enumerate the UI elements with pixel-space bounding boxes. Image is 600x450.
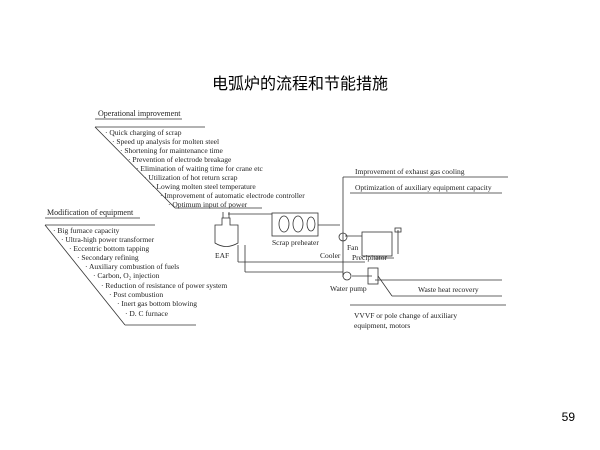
equipment-item: · Eccentric bottom tapping — [69, 244, 149, 253]
fan-symbol — [338, 232, 348, 242]
fan-label: Fan — [347, 243, 359, 252]
equipment-item: · Ultra-high power transformer — [61, 235, 155, 244]
equipment-list: · Big furnace capacity · Ultra-high powe… — [53, 226, 227, 318]
operational-item: · Elimination of waiting time for crane … — [136, 164, 264, 173]
waste-heat-label: Waste heat recovery — [418, 285, 479, 294]
operational-item: · Prevention of electrode breakage — [128, 155, 232, 164]
equipment-item: · D. C furnace — [125, 309, 169, 318]
cooler-label: Cooler — [320, 251, 341, 260]
equipment-diagonal — [44, 224, 126, 326]
operational-item: · Quick charging of scrap — [105, 128, 182, 137]
eaf-label: EAF — [215, 251, 229, 260]
operational-list: · Quick charging of scrap · Speed up ana… — [105, 128, 305, 209]
operational-item: · Utilization of hot return scrap — [144, 173, 238, 182]
precipitator-box — [361, 231, 393, 257]
water-pump-symbol — [342, 271, 352, 281]
preheater-vessel-1 — [278, 215, 290, 233]
operational-item: · Speed up analysis for molten steel — [112, 137, 219, 146]
preheater-vessel-2 — [292, 215, 304, 233]
exhaust-label: Improvement of exhaust gas cooling — [355, 167, 465, 176]
equipment-item: · Auxiliary combustion of fuels — [85, 262, 179, 271]
equipment-heading: Modification of equipment — [47, 208, 134, 217]
precipitator-stack-top — [394, 227, 402, 233]
water-heat-box — [367, 267, 379, 285]
operational-item: · Improvement of automatic electrode con… — [160, 191, 305, 200]
scrap-preheater-box — [271, 212, 319, 237]
vvvf-label-line1: VVVF or pole change of auxiliary — [354, 311, 457, 320]
equipment-item: · Big furnace capacity — [53, 226, 120, 235]
precipitator-label: Precipitator — [352, 253, 387, 262]
operational-item: · Shortening for maintenance time — [120, 146, 224, 155]
page-title: 电弧炉的流程和节能措施 — [211, 74, 388, 93]
operational-item: · Optimum input of power — [168, 200, 248, 209]
vvvf-label-line2: equipment, motors — [354, 321, 410, 330]
waste-heat-connector — [377, 275, 393, 297]
equipment-item: · Post combustion — [109, 290, 163, 299]
water-pump-label: Water pump — [330, 284, 367, 293]
eaf-furnace — [214, 217, 239, 247]
operational-diagonal — [94, 126, 176, 209]
operational-item: · Lowing molten steel temperature — [152, 182, 256, 191]
preheater-vessel-3 — [306, 216, 316, 232]
equipment-item: · Inert gas bottom blowing — [117, 299, 197, 308]
page-number: 59 — [561, 410, 575, 424]
scrap-preheater-label: Scrap preheater — [272, 238, 319, 247]
equipment-item: · Reduction of resistance of power syste… — [101, 281, 227, 290]
equipment-item: · Secondary refining — [77, 253, 139, 262]
equipment-item: · Carbon, O₂ injection — [93, 271, 160, 280]
operational-heading: Operational improvement — [98, 109, 181, 118]
auxiliary-label: Optimization of auxiliary equipment capa… — [355, 183, 492, 192]
